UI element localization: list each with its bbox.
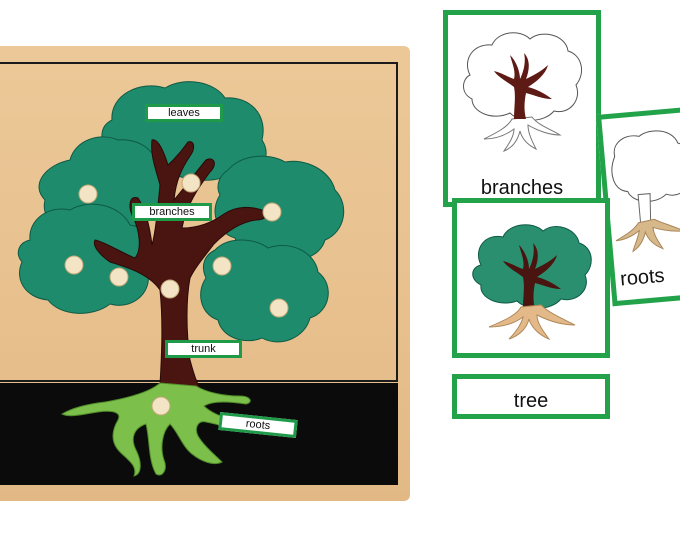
label-branches: branches: [132, 203, 212, 221]
knob-leaves-left[interactable]: [78, 184, 98, 204]
label-leaves: leaves: [145, 104, 223, 122]
knob-leaves-right-bottom[interactable]: [269, 298, 289, 318]
knob-leaves-top[interactable]: [181, 173, 201, 193]
knob-branches-left[interactable]: [109, 267, 129, 287]
leaves-piece-right-bottom[interactable]: [200, 239, 329, 343]
card-tree-caption: tree: [513, 390, 549, 412]
card-tree-picture[interactable]: [452, 198, 610, 358]
card-tree-label[interactable]: tree: [452, 374, 610, 419]
tree-puzzle-illustration: [17, 81, 345, 477]
trunk-piece[interactable]: [93, 139, 267, 389]
knob-roots[interactable]: [151, 396, 171, 416]
card-roots-partial[interactable]: roots: [596, 101, 680, 307]
card-branches[interactable]: branches: [443, 10, 601, 207]
roots-card-picture: [611, 130, 680, 253]
puzzle-frame: [0, 62, 398, 382]
card-branches-caption: branches: [480, 177, 564, 199]
roots-piece[interactable]: [60, 382, 251, 477]
tree-card-picture: [472, 224, 592, 341]
knob-trunk[interactable]: [160, 279, 180, 299]
branches-card-picture: [463, 32, 583, 153]
knob-leaves-right[interactable]: [262, 202, 282, 222]
knob-leaves-left-bottom[interactable]: [64, 255, 84, 275]
knob-branches-right[interactable]: [212, 256, 232, 276]
label-trunk: trunk: [165, 340, 242, 358]
